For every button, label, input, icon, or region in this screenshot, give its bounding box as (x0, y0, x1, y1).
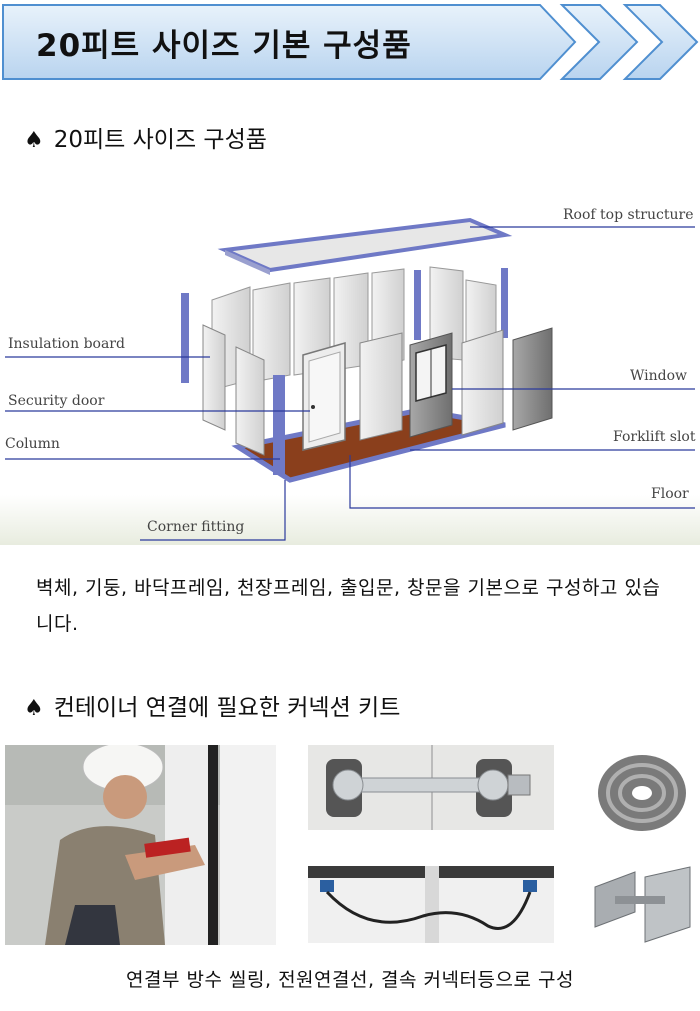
security-door-graphic (302, 342, 346, 451)
worker-sealing-photo (5, 745, 276, 945)
page-title: 20피트 사이즈 기본 구성품 (36, 28, 412, 64)
callout-leader-lines (5, 226, 695, 541)
container-exploded-diagram: Roof top structure Insulation board Wind… (0, 175, 700, 545)
components-description: 벽체, 기둥, 바닥프레임, 천장프레임, 출입문, 창문을 기본으로 구성하고… (36, 577, 661, 635)
callout-security-door: Security door (8, 393, 105, 409)
window-panel-graphic (409, 332, 453, 438)
callout-roof-top-structure: Roof top structure (563, 207, 694, 223)
section-heading-text: 20피트 사이즈 구성품 (53, 127, 267, 153)
spade-bullet-icon: ♠ (24, 128, 44, 153)
callout-forklift-slot: Forklift slot (613, 429, 696, 445)
header-banner: 20피트 사이즈 기본 구성품 (0, 0, 700, 82)
section-heading-connection-kit: ♠ 컨테이너 연결에 필요한 커넥션 키트 (24, 688, 400, 722)
banner-arrows-graphic (2, 4, 699, 80)
power-cable-photo (308, 866, 554, 943)
callout-window: Window (630, 368, 688, 384)
callout-corner-fitting: Corner fitting (147, 519, 245, 535)
spade-bullet-icon: ♠ (24, 696, 44, 721)
sealing-rubber-roll-photo (590, 745, 693, 840)
section-heading-text: 컨테이너 연결에 필요한 커넥션 키트 (53, 695, 401, 721)
roof-panel (217, 217, 513, 275)
connector-plate-photo (590, 852, 698, 952)
section-heading-components: ♠ 20피트 사이즈 구성품 (24, 120, 267, 154)
callout-insulation-board: Insulation board (8, 336, 125, 352)
connector-bolt-photo (308, 745, 554, 830)
connection-kit-caption: 연결부 방수 씰링, 전원연결선, 결속 커넥터등으로 구성 (126, 969, 574, 991)
callout-floor: Floor (651, 486, 689, 502)
container-exploded-illustration (0, 217, 700, 545)
callout-column: Column (5, 436, 60, 452)
